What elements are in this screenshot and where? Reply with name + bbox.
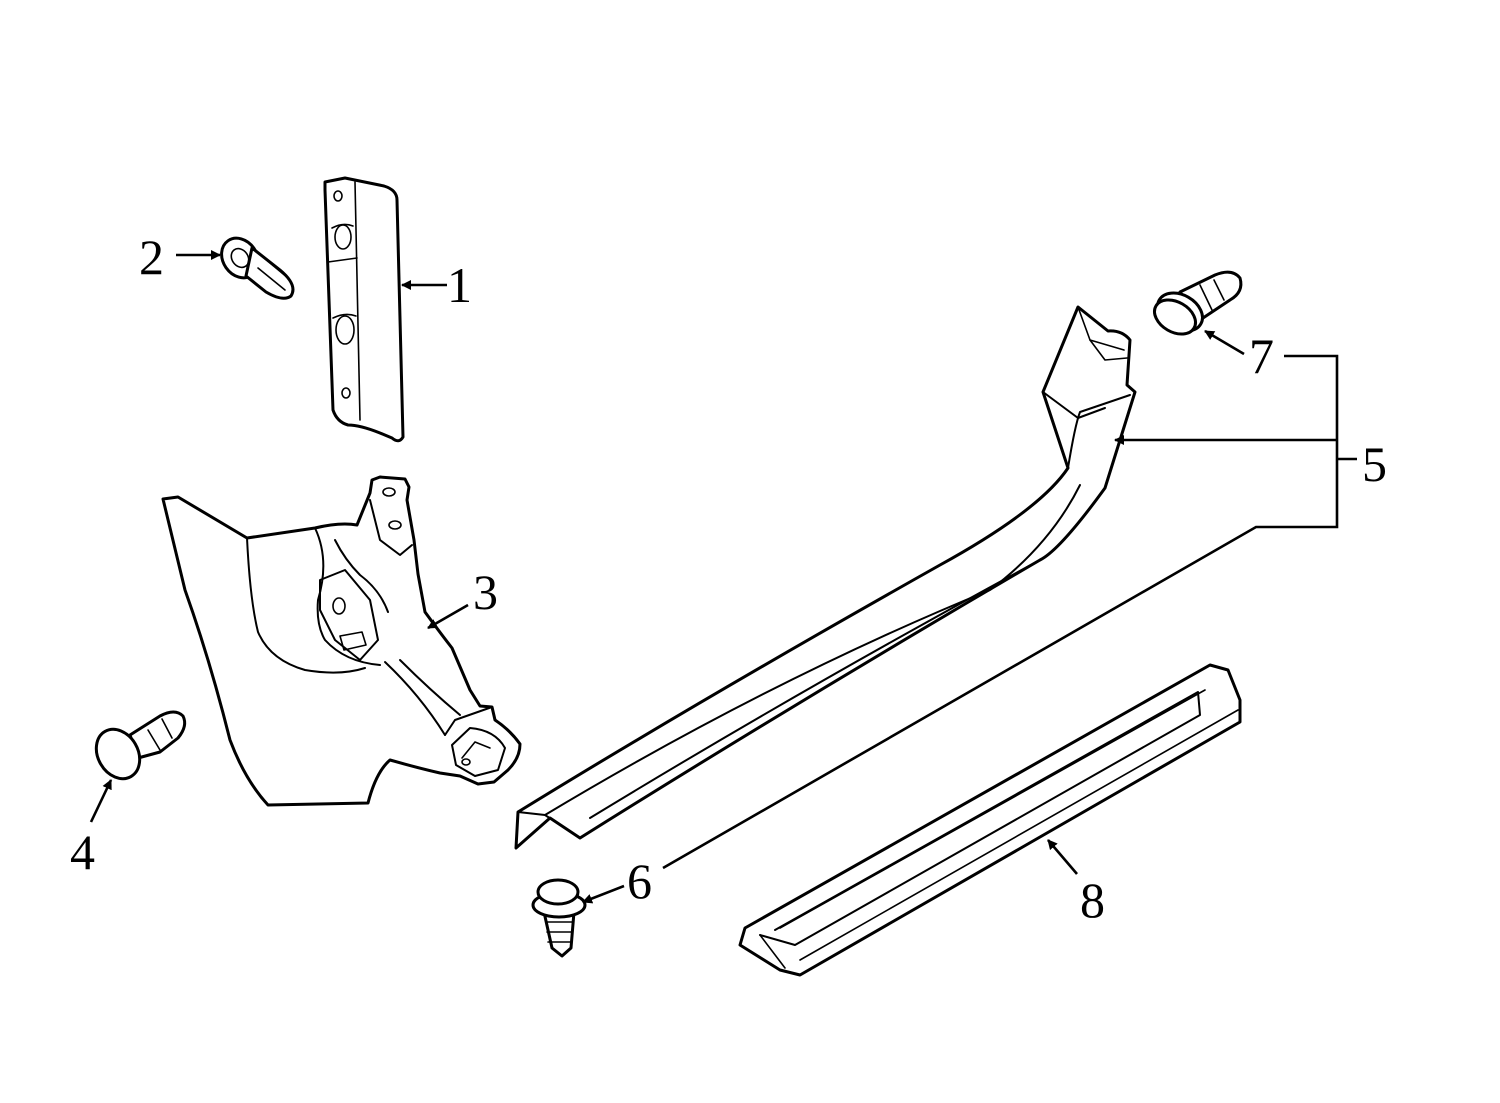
leader-3 [427, 603, 469, 630]
leader-6 [582, 884, 625, 904]
callout-labels: 1 2 3 4 5 6 7 8 [70, 229, 1387, 928]
callout-6: 6 [627, 853, 652, 909]
callout-3: 3 [473, 564, 498, 620]
leader-lines [89, 250, 1357, 904]
callout-4: 4 [70, 824, 95, 880]
callout-5: 5 [1362, 436, 1387, 492]
leader-5-bracket [662, 354, 1339, 870]
part-7-push-pin[interactable] [1148, 270, 1243, 341]
part-2-grommet[interactable] [214, 231, 295, 300]
part-5-sill-trim[interactable] [514, 305, 1137, 850]
callout-2: 2 [139, 229, 164, 285]
part-3-kick-panel[interactable] [161, 475, 522, 807]
leader-4 [89, 779, 113, 823]
leader-7 [1204, 329, 1245, 356]
leader-8 [1047, 839, 1078, 875]
part-6-clip[interactable] [531, 878, 587, 958]
part-4-push-pin[interactable] [88, 710, 187, 787]
callout-7: 7 [1249, 328, 1274, 384]
part-1-bracket[interactable] [323, 176, 405, 443]
callout-8: 8 [1080, 872, 1105, 928]
part-8-scuff-plate[interactable] [738, 663, 1242, 977]
callout-1: 1 [447, 257, 472, 313]
